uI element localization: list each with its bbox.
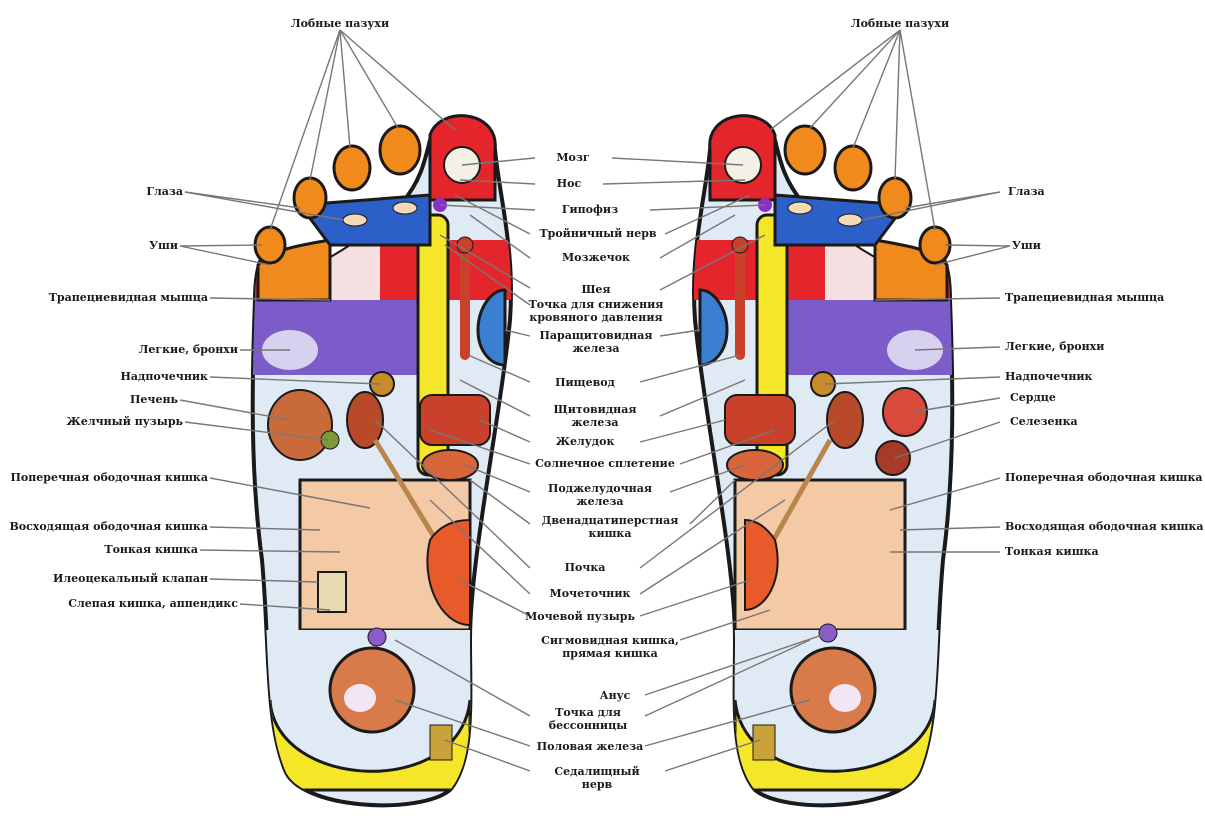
- left-pancreas: [422, 450, 478, 480]
- left-liver-label: Печень: [130, 393, 178, 406]
- right-spleen: [876, 441, 910, 475]
- left-adrenal-label: Надпочечник: [121, 370, 209, 383]
- left-small-intestine-label: Тонкая кишка: [104, 543, 198, 556]
- thyroid-label-2: железа: [571, 416, 618, 429]
- left-eye-2: [393, 202, 417, 214]
- left-liver: [268, 390, 332, 460]
- sciatic-label-2: нерв: [582, 778, 612, 791]
- left-gonad-inner: [344, 684, 376, 712]
- right-spleen-label: Селезенка: [1010, 415, 1078, 428]
- right-trapezius-label: Трапециевидная мышца: [1005, 291, 1164, 304]
- gonad-label: Половая железа: [537, 740, 644, 753]
- frontal-sinus-label-left: Лобные пазухи: [291, 17, 389, 30]
- right-lungs-label: Легкие, бронхи: [1005, 340, 1104, 353]
- ureter-label: Мочеточник: [550, 587, 631, 600]
- left-esophagus-top: [457, 237, 473, 253]
- esophagus-label: Пищевод: [555, 376, 615, 389]
- right-kidney: [827, 392, 863, 448]
- blood-pressure-label-2: кровяного давления: [529, 311, 662, 324]
- left-foot: [250, 116, 520, 806]
- kidney-label: Почка: [565, 561, 606, 574]
- left-cecum: [318, 572, 346, 612]
- left-stomach: [420, 395, 490, 445]
- right-eye-2: [788, 202, 812, 214]
- right-foot: [685, 116, 955, 806]
- parathyroid-label-1: Паращитовидная: [540, 329, 653, 342]
- right-transverse-colon-label: Поперечная ободочная кишка: [1005, 471, 1203, 484]
- left-cecum-label: Слепая кишка, аппендикс: [68, 597, 238, 610]
- nose-label: Нос: [557, 177, 581, 190]
- sigmoid-label-1: Сигмовидная кишка,: [541, 634, 679, 647]
- stomach-label: Желудок: [556, 435, 615, 448]
- pituitary-label: Гипофиз: [562, 203, 618, 216]
- right-heart: [883, 388, 927, 436]
- blood-pressure-label-1: Точка для снижения: [529, 298, 664, 311]
- left-eye-1: [343, 214, 367, 226]
- left-esophagus: [460, 240, 470, 360]
- pancreas-label-1: Поджелудочная: [548, 482, 652, 495]
- right-small-intestine-label: Тонкая кишка: [1005, 545, 1099, 558]
- thyroid-label-1: Щитовидная: [554, 403, 637, 416]
- left-trapezius-label: Трапециевидная мышца: [49, 291, 208, 304]
- parathyroid-label-2: железа: [572, 342, 619, 355]
- left-gallbladder-label: Желчный пузырь: [66, 415, 183, 428]
- left-ears-label: Уши: [149, 239, 178, 252]
- left-sciatic: [430, 725, 452, 760]
- right-sciatic: [753, 725, 775, 760]
- right-heart-label: Сердце: [1010, 391, 1056, 404]
- right-adrenal-label: Надпочечник: [1005, 370, 1093, 383]
- bladder-label: Мочевой пузырь: [525, 610, 635, 623]
- solar-plexus-label: Солнечное сплетение: [535, 457, 675, 470]
- right-descending-colon-label: Восходящая ободочная кишка: [1005, 520, 1204, 533]
- brain-label: Мозг: [556, 151, 589, 164]
- right-eyes-label: Глаза: [1008, 185, 1045, 198]
- left-ascending-colon-label: Восходящая ободочная кишка: [9, 520, 208, 533]
- left-anus: [368, 628, 386, 646]
- cerebellum-label: Мозжечок: [562, 251, 630, 264]
- frontal-sinus-label-right: Лобные пазухи: [851, 17, 949, 30]
- right-gonad-inner: [829, 684, 861, 712]
- right-ears-label: Уши: [1012, 239, 1041, 252]
- right-stomach: [725, 395, 795, 445]
- sigmoid-label-2: прямая кишка: [562, 647, 658, 660]
- duodenum-label-2: кишка: [589, 527, 632, 540]
- anus-label: Анус: [600, 689, 631, 702]
- right-eye-1: [838, 214, 862, 226]
- duodenum-label-1: Двенадцатиперстная: [542, 514, 679, 527]
- left-transverse-colon-label: Поперечная ободочная кишка: [10, 471, 208, 484]
- left-eyes-label: Глаза: [146, 185, 183, 198]
- trigeminal-label: Тройничный нерв: [539, 227, 656, 240]
- sciatic-label-1: Седалищный: [554, 765, 639, 778]
- left-lungs-label: Легкие, бронхи: [139, 343, 238, 356]
- pancreas-label-2: железа: [576, 495, 623, 508]
- insomnia-label-1: Точка для: [555, 706, 621, 719]
- neck-label: Шея: [581, 283, 610, 296]
- left-ileocecal-label: Илеоцекальный клапан: [53, 572, 208, 585]
- right-esophagus: [735, 240, 745, 360]
- insomnia-label-2: бессонницы: [549, 719, 627, 732]
